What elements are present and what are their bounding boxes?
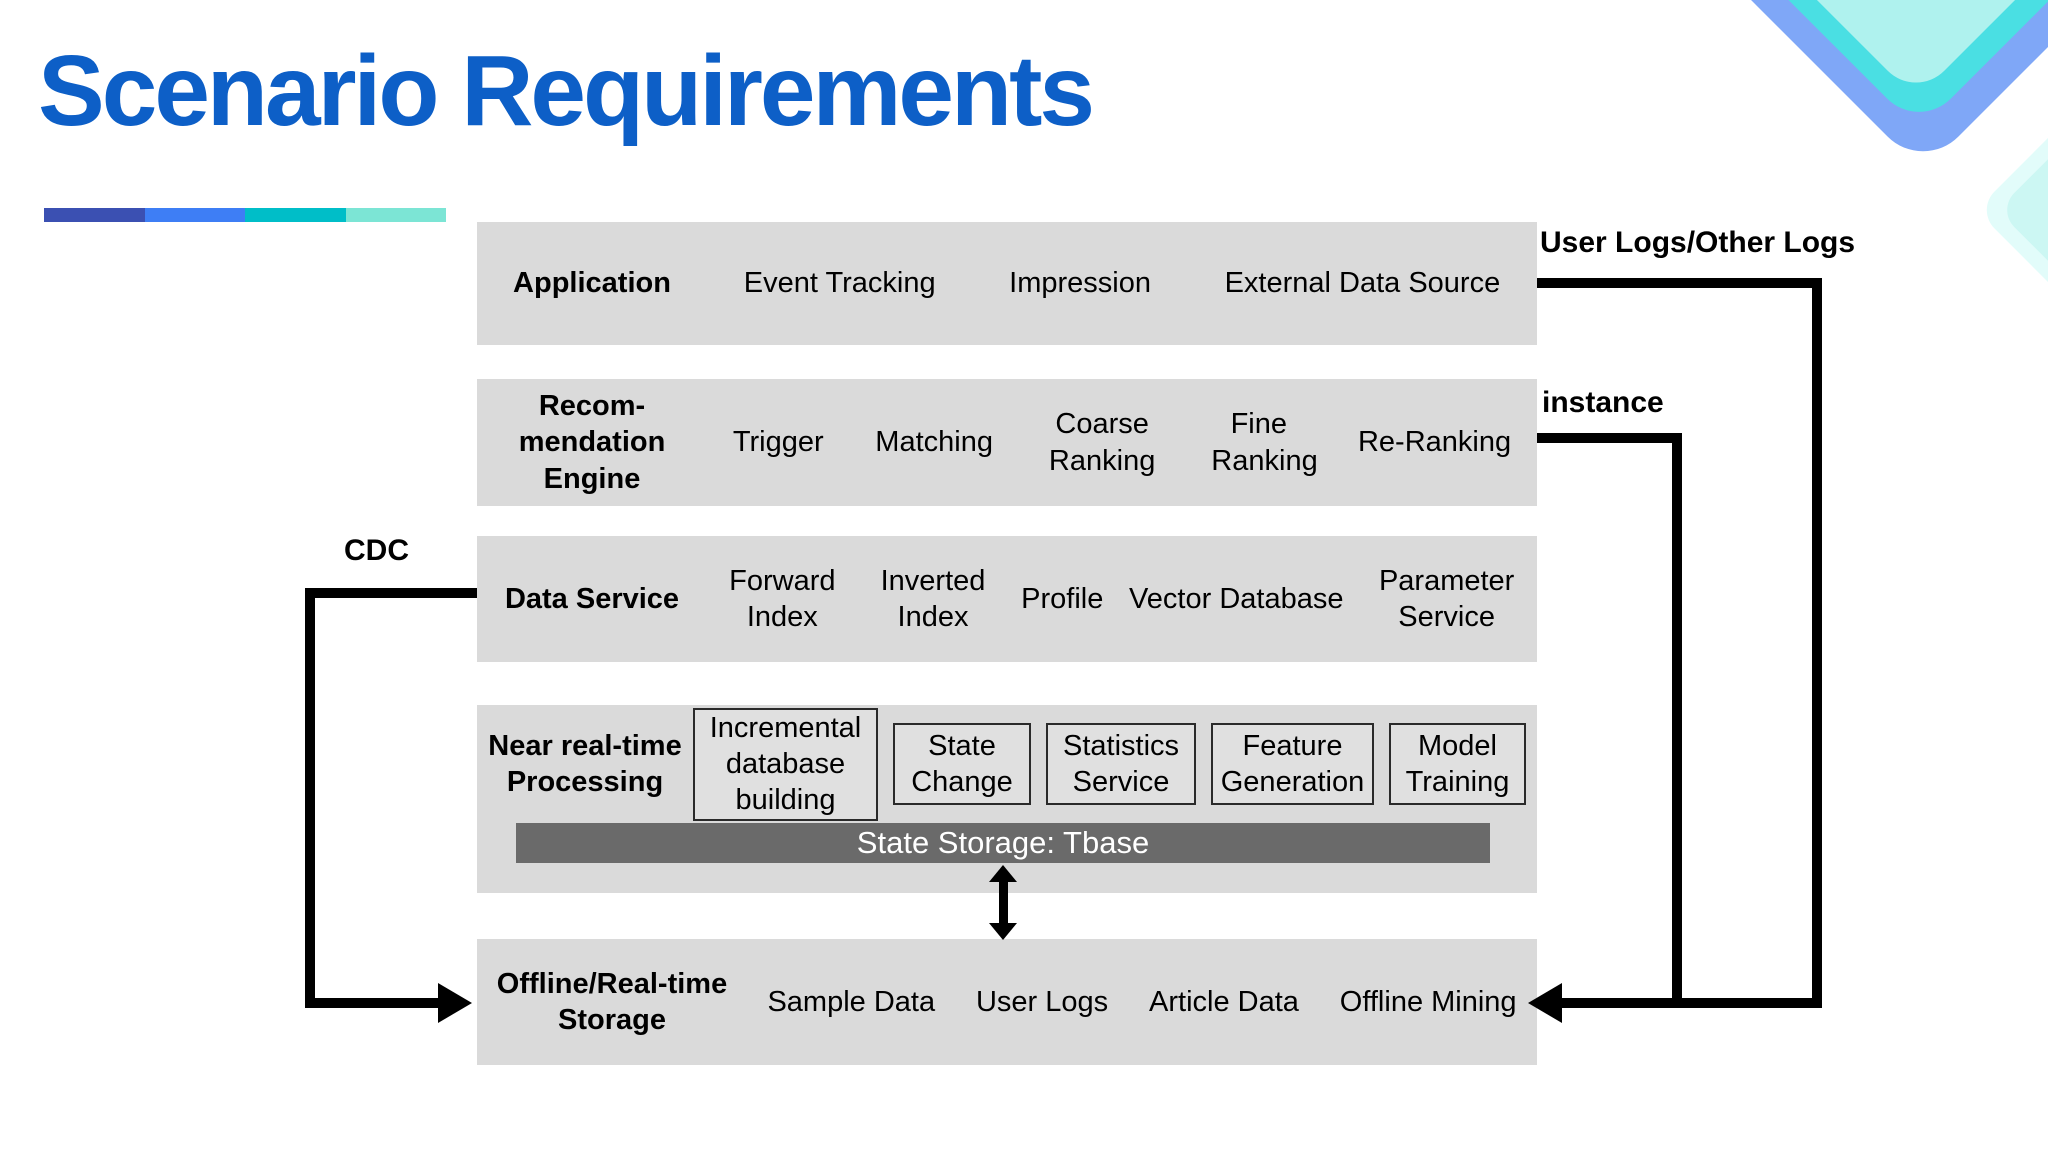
layer-item: Matching bbox=[875, 426, 993, 459]
layer-label-line: Recom- bbox=[538, 390, 646, 423]
layer-label: Recom- mendation Engine bbox=[477, 388, 707, 497]
layer-item: Trigger bbox=[732, 426, 824, 459]
page-title: Scenario Requirements bbox=[38, 35, 1095, 147]
layer-label: Offline/Real-time Storage bbox=[496, 967, 728, 1036]
layer-item: Sample Data bbox=[767, 985, 936, 1018]
accent-segment bbox=[245, 208, 346, 222]
layer-near-real-time-processing: Near real-time Processing Incremental da… bbox=[477, 705, 1537, 893]
layer-item: External Data Source bbox=[1224, 267, 1501, 300]
user-logs-arrow-segment bbox=[1537, 278, 1822, 288]
accent-segment bbox=[345, 208, 446, 222]
layer-item: Inverted Index bbox=[880, 564, 986, 633]
cdc-arrowhead-icon bbox=[438, 983, 472, 1023]
instance-arrow-segment bbox=[1537, 433, 1682, 443]
user-logs-label: User Logs/Other Logs bbox=[1540, 226, 1856, 259]
cdc-arrow-segment bbox=[305, 588, 477, 598]
user-logs-arrow-segment bbox=[1812, 278, 1822, 1008]
title-accent-bar bbox=[44, 208, 446, 222]
layer-application: Application Event Tracking Impression Ex… bbox=[477, 222, 1537, 345]
user-logs-arrow-segment bbox=[1558, 998, 1822, 1008]
sync-arrowhead-down-icon bbox=[989, 923, 1017, 940]
layer-item: Profile bbox=[1021, 582, 1104, 615]
layer-item: Coarse Ranking bbox=[1048, 408, 1156, 477]
layer-item: Event Tracking bbox=[743, 267, 936, 300]
layer-item: Fine Ranking bbox=[1211, 408, 1318, 477]
layer-item: Offline Mining bbox=[1339, 985, 1517, 1018]
layer-item: Vector Database bbox=[1129, 582, 1344, 615]
processing-box: Feature Generation bbox=[1211, 723, 1374, 805]
processing-box: Model Training bbox=[1389, 723, 1526, 805]
sync-arrowhead-up-icon bbox=[989, 865, 1017, 882]
processing-box: Statistics Service bbox=[1046, 723, 1196, 805]
instance-label: instance bbox=[1542, 386, 1664, 419]
layer-item: Forward Index bbox=[729, 564, 836, 633]
layer-item: Article Data bbox=[1149, 985, 1299, 1018]
layer-offline-storage: Offline/Real-time Storage Sample Data Us… bbox=[477, 939, 1537, 1065]
layer-recommendation-engine: Recom- mendation Engine Trigger Matching… bbox=[477, 379, 1537, 506]
processing-box: State Change bbox=[893, 723, 1031, 805]
layer-data-service: Data Service Forward Index Inverted Inde… bbox=[477, 536, 1537, 662]
cdc-arrow-segment bbox=[305, 998, 440, 1008]
cdc-label: CDC bbox=[344, 534, 409, 567]
layer-label-line: mendation bbox=[518, 426, 666, 459]
layer-label: Data Service bbox=[504, 582, 680, 615]
layer-label-line: Engine bbox=[543, 462, 641, 495]
layer-label: Near real-time Processing bbox=[488, 729, 682, 798]
user-logs-arrowhead-icon bbox=[1528, 983, 1562, 1023]
sync-arrow-shaft bbox=[999, 880, 1008, 925]
state-storage-bar: State Storage: Tbase bbox=[516, 823, 1490, 863]
layer-item: User Logs bbox=[975, 985, 1109, 1018]
instance-arrow-segment bbox=[1672, 433, 1682, 1008]
cdc-arrow-segment bbox=[305, 588, 315, 1008]
layer-item: Impression bbox=[1009, 267, 1151, 300]
accent-segment bbox=[144, 208, 245, 222]
layer-item: Re-Ranking bbox=[1357, 426, 1512, 459]
layer-label: Application bbox=[513, 267, 671, 300]
processing-box: Incremental database building bbox=[693, 707, 878, 821]
accent-segment bbox=[44, 208, 145, 222]
layer-item: Parameter Service bbox=[1378, 564, 1515, 633]
